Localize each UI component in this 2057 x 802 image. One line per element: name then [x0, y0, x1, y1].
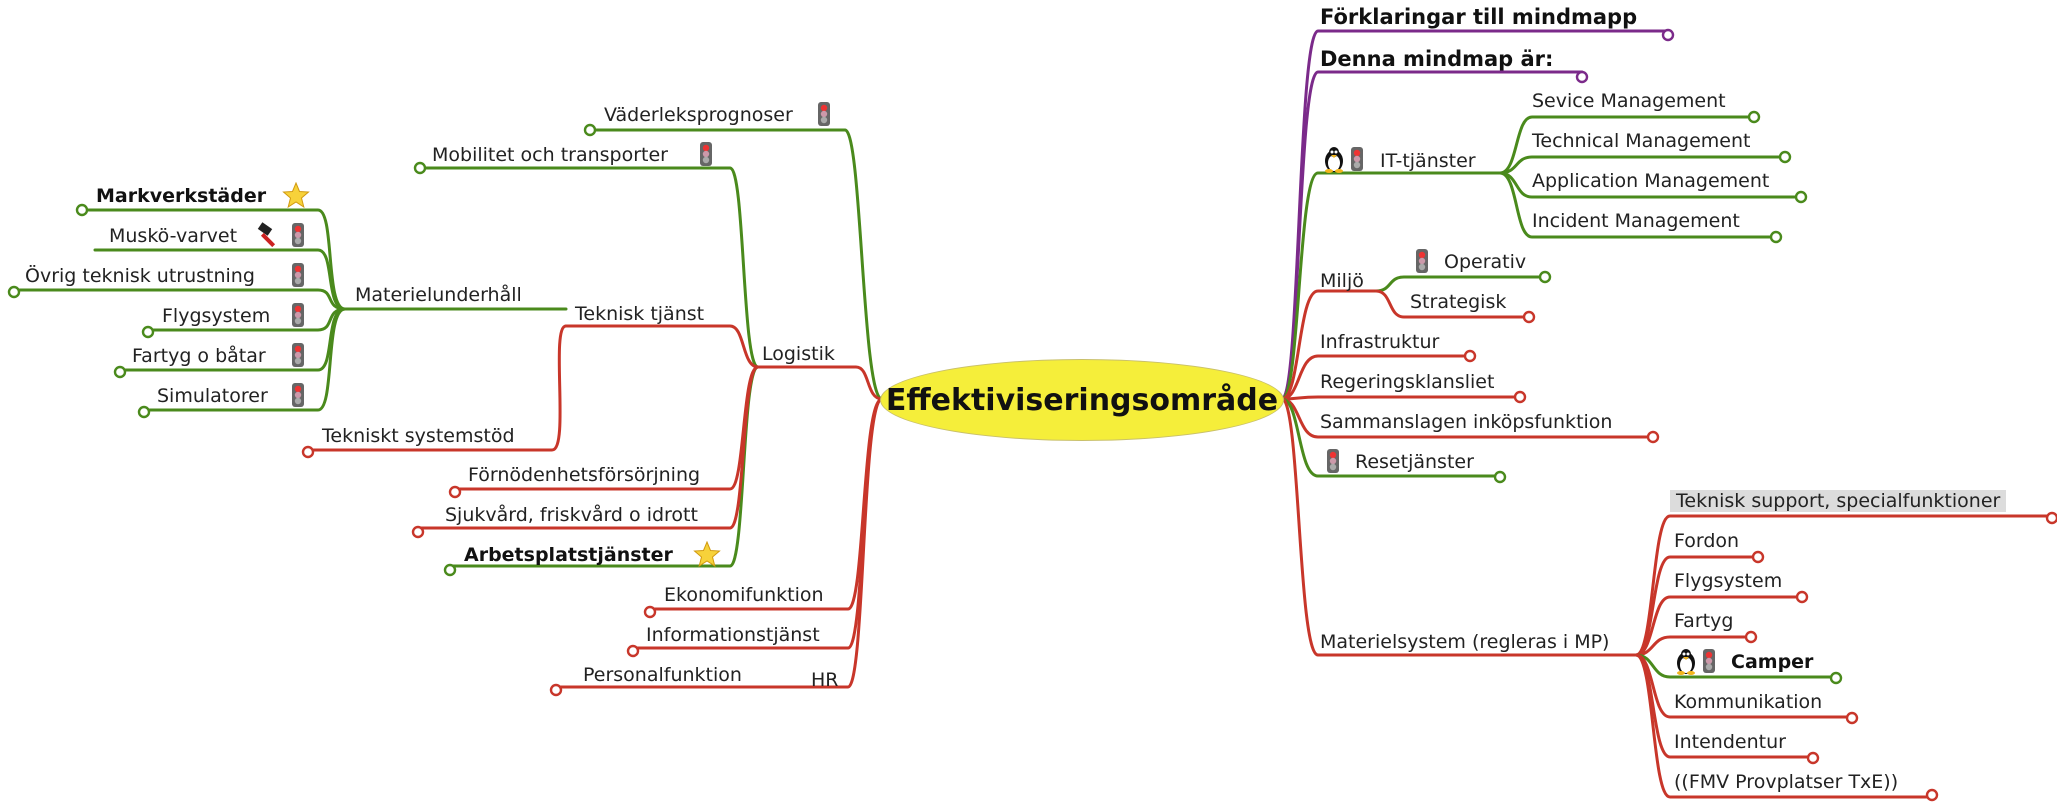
root-node[interactable]: Effektiviseringsområde: [880, 359, 1284, 441]
node-technical-management[interactable]: Technical Management: [1532, 130, 1751, 152]
node-fartyg-right[interactable]: Fartyg: [1674, 610, 1734, 632]
penguin-icon: [1325, 147, 1343, 173]
traffic-light-icon: [292, 223, 304, 247]
node-musko-varvet[interactable]: Muskö-varvet: [109, 225, 238, 247]
node-teknisk-support[interactable]: Teknisk support, specialfunktioner: [1670, 490, 2007, 512]
node-arbetsplatstjanster[interactable]: Arbetsplatstjänster: [464, 544, 673, 566]
node-camper[interactable]: Camper: [1731, 651, 1814, 673]
node-sjukvard[interactable]: Sjukvård, friskvård o idrott: [445, 504, 698, 526]
traffic-light-icon: [1703, 649, 1715, 673]
node-it-tjanster[interactable]: IT-tjänster: [1380, 150, 1476, 172]
node-incident-management[interactable]: Incident Management: [1532, 210, 1740, 232]
node-strategisk[interactable]: Strategisk: [1410, 291, 1507, 313]
node-ovrig-teknisk[interactable]: Övrig teknisk utrustning: [25, 265, 255, 287]
traffic-light-icon: [818, 102, 830, 126]
node-vaderleksprognoser[interactable]: Väderleksprognoser: [604, 104, 793, 126]
node-fartyg-batar[interactable]: Fartyg o båtar: [132, 345, 266, 367]
node-simulatorer[interactable]: Simulatorer: [157, 385, 268, 407]
node-teknisk-tjanst[interactable]: Teknisk tjänst: [575, 303, 705, 325]
traffic-light-icon: [700, 142, 712, 166]
node-sammanslagen[interactable]: Sammanslagen inköpsfunktion: [1320, 411, 1613, 433]
node-ekonomifunktion[interactable]: Ekonomifunktion: [664, 584, 824, 606]
node-miljo[interactable]: Miljö: [1320, 270, 1364, 292]
node-flygsystem-right[interactable]: Flygsystem: [1674, 570, 1783, 592]
node-operativ[interactable]: Operativ: [1444, 251, 1527, 273]
traffic-light-icon: [292, 383, 304, 407]
node-personalfunktion[interactable]: Personalfunktion: [583, 664, 742, 686]
node-infrastruktur[interactable]: Infrastruktur: [1320, 331, 1440, 353]
node-markverkstader[interactable]: Markverkstäder: [96, 185, 267, 207]
traffic-light-icon: [292, 343, 304, 367]
traffic-light-icon: [1351, 147, 1363, 171]
node-logistik[interactable]: Logistik: [762, 343, 835, 365]
traffic-light-icon: [1416, 249, 1428, 273]
node-materielunderhall[interactable]: Materielunderhåll: [355, 284, 522, 306]
hammer-icon: [257, 222, 276, 248]
node-fmv-provplatser[interactable]: ((FMV Provplatser TxE)): [1674, 771, 1899, 793]
node-fornodenhet[interactable]: Förnödenhetsförsörjning: [468, 464, 701, 486]
star-icon: [282, 182, 310, 208]
node-application-management[interactable]: Application Management: [1532, 170, 1770, 192]
node-resetjanster[interactable]: Resetjänster: [1355, 451, 1474, 473]
node-kommunikation[interactable]: Kommunikation: [1674, 691, 1823, 713]
node-regeringsklansliet[interactable]: Regeringsklansliet: [1320, 371, 1495, 393]
node-tekniskt-systemstod[interactable]: Tekniskt systemstöd: [322, 425, 515, 447]
node-fordon[interactable]: Fordon: [1674, 530, 1740, 552]
traffic-light-icon: [1327, 449, 1339, 473]
node-forklaringar[interactable]: Förklaringar till mindmapp: [1320, 5, 1638, 29]
node-informationstjanst[interactable]: Informationstjänst: [646, 624, 820, 646]
traffic-light-icon: [292, 263, 304, 287]
star-icon: [693, 541, 721, 567]
traffic-light-icon: [292, 303, 304, 327]
penguin-icon: [1677, 649, 1695, 675]
node-sevice-management[interactable]: Sevice Management: [1532, 90, 1726, 112]
node-mobilitet[interactable]: Mobilitet och transporter: [432, 144, 668, 166]
node-flygsystem-left[interactable]: Flygsystem: [162, 305, 271, 327]
node-denna-mindmap[interactable]: Denna mindmap är:: [1320, 47, 1554, 71]
node-materielsystem[interactable]: Materielsystem (regleras i MP): [1320, 631, 1610, 653]
node-intendentur[interactable]: Intendentur: [1674, 731, 1786, 753]
node-hr[interactable]: HR: [811, 669, 839, 691]
